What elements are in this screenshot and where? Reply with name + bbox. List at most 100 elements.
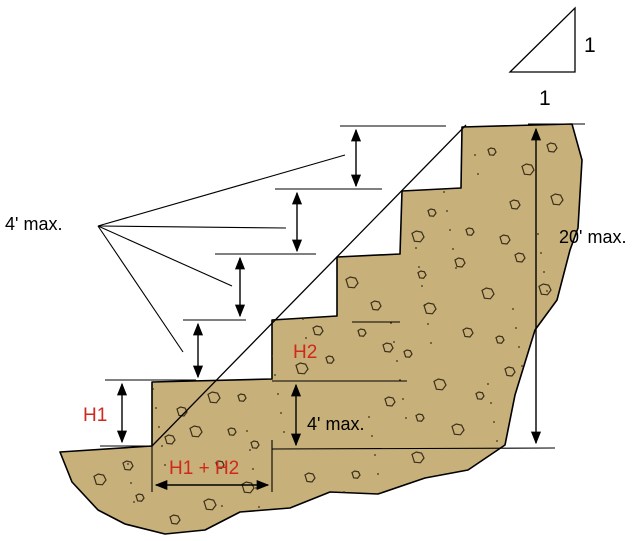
soil-pebble xyxy=(403,349,413,358)
soil-speck xyxy=(155,407,157,409)
soil-speck xyxy=(493,421,495,423)
soil-speck xyxy=(402,398,404,400)
soil-pebble xyxy=(495,335,505,344)
max-bench-height-label: 4' max. xyxy=(5,214,62,234)
soil-speck xyxy=(99,139,101,141)
soil-speck xyxy=(280,412,282,414)
soil-speck xyxy=(108,196,110,198)
soil-speck xyxy=(537,233,539,235)
soil-speck xyxy=(274,374,276,376)
soil-speck xyxy=(164,464,166,466)
soil-speck xyxy=(343,491,345,493)
soil-speck xyxy=(149,369,151,371)
soil-speck xyxy=(374,454,376,456)
soil-pebble xyxy=(135,493,145,502)
soil-speck xyxy=(477,173,479,175)
soil-speck xyxy=(446,210,448,212)
soil-pebble xyxy=(325,355,335,364)
soil-speck xyxy=(211,295,213,297)
soil-speck xyxy=(299,299,301,301)
soil-speck xyxy=(418,266,420,268)
soil-speck xyxy=(368,416,370,418)
soil-speck xyxy=(111,215,113,217)
lower-bench-height-label: 4' max. xyxy=(307,414,364,434)
soil-speck xyxy=(443,191,445,193)
soil-speck xyxy=(421,285,423,287)
soil-pebble xyxy=(351,470,361,479)
soil-speck xyxy=(468,496,470,498)
soil-pebble xyxy=(538,283,552,296)
soil-pebble xyxy=(462,327,474,338)
soil-speck xyxy=(440,172,442,174)
soil-pebble xyxy=(189,425,203,438)
soil-speck xyxy=(543,271,545,273)
h1-plus-h2-label: H1 + H2 xyxy=(169,458,239,479)
soil-pebble xyxy=(122,460,134,471)
soil-speck xyxy=(474,154,476,156)
soil-speck xyxy=(346,510,348,512)
soil-pebble xyxy=(250,440,260,449)
soil-speck xyxy=(161,445,163,447)
soil-pebble xyxy=(304,472,316,483)
soil-pebble xyxy=(514,252,526,263)
soil-pebble xyxy=(295,362,309,375)
soil-pebble xyxy=(345,276,359,289)
soil-speck xyxy=(424,304,426,306)
max-total-height-label: 20' max. xyxy=(559,227,626,247)
soil-speck xyxy=(518,346,520,348)
soil-pebble xyxy=(504,366,516,377)
soil-pebble xyxy=(237,393,247,402)
soil-speck xyxy=(174,294,176,296)
soil-pebble xyxy=(203,498,217,511)
soil-speck xyxy=(490,402,492,404)
soil-pebble xyxy=(312,325,324,336)
soil-speck xyxy=(515,327,517,329)
soil-speck xyxy=(139,159,141,161)
soil-speck xyxy=(180,332,182,334)
soil-pebble xyxy=(487,147,497,156)
soil-speck xyxy=(196,200,198,202)
soil-pebble xyxy=(465,227,475,236)
soil-speck xyxy=(371,435,373,437)
soil-pebble xyxy=(382,342,394,353)
soil-speck xyxy=(293,261,295,263)
soil-speck xyxy=(455,267,457,269)
bench-reference-lines xyxy=(100,123,585,450)
soil-pebble xyxy=(509,199,521,210)
soil-pebble xyxy=(451,423,465,436)
soil-speck xyxy=(502,478,504,480)
dimension-arrows xyxy=(116,127,542,491)
soil-speck xyxy=(221,505,223,507)
soil-speck xyxy=(224,144,226,146)
h1-label: H1 xyxy=(83,405,107,426)
soil-speck xyxy=(302,318,304,320)
soil-pebble xyxy=(546,142,558,153)
h1-h2-extension-lines xyxy=(151,440,273,492)
soil-speck xyxy=(296,280,298,282)
soil-pebble xyxy=(499,234,511,245)
soil-speck xyxy=(524,384,526,386)
soil-speck xyxy=(546,290,548,292)
soil-speck xyxy=(471,515,473,517)
soil-speck xyxy=(183,351,185,353)
soil-mass xyxy=(59,123,583,535)
soil-speck xyxy=(205,257,207,259)
soil-pebble xyxy=(447,173,457,182)
soil-speck xyxy=(396,360,398,362)
soil-pebble xyxy=(423,302,437,315)
slope-ratio-horizontal-label: 1 xyxy=(539,87,551,110)
soil-speck xyxy=(133,501,135,503)
soil-pebble xyxy=(93,473,107,486)
soil-speck xyxy=(127,463,129,465)
soil-speck xyxy=(177,313,179,315)
soil-speck xyxy=(415,247,417,249)
soil-pebble xyxy=(207,391,221,404)
soil-pebble xyxy=(380,244,392,255)
soil-pebble xyxy=(550,193,564,206)
soil-pebble xyxy=(475,391,485,400)
soil-speck xyxy=(252,468,254,470)
slope-ratio-vertical-label: 1 xyxy=(584,34,596,57)
soil-speck xyxy=(105,177,107,179)
soil-speck xyxy=(102,158,104,160)
